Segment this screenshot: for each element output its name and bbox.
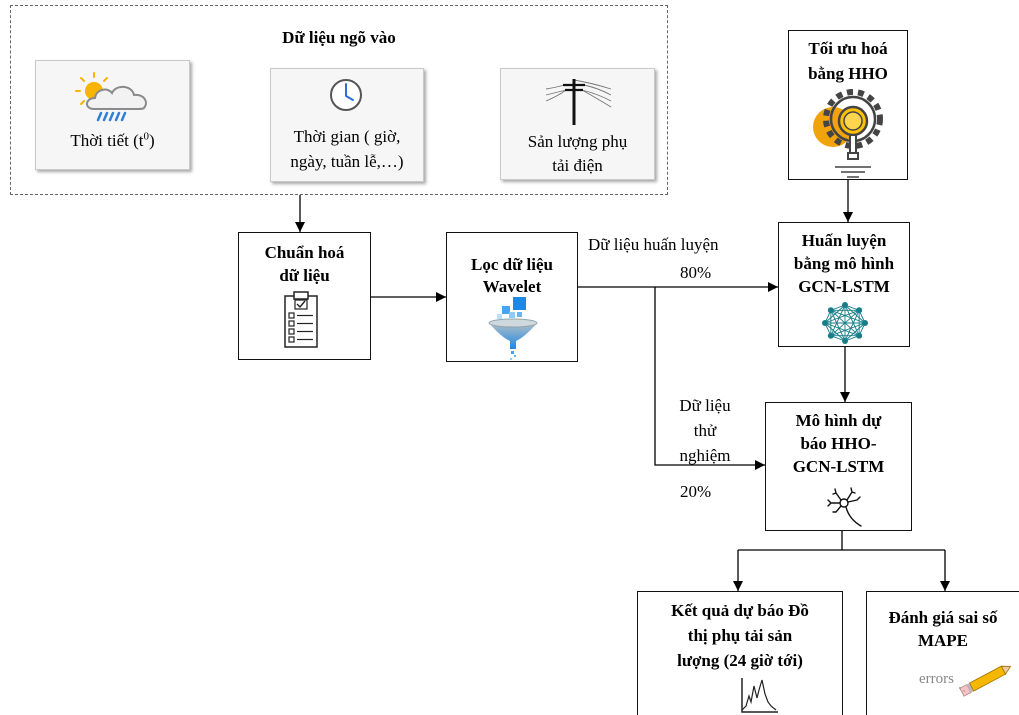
step-forecast-result: Kết quả dự báo Đồ thị phụ tải sản lượng …: [637, 591, 843, 715]
network-node: [827, 332, 834, 339]
train-split-percent: 80%: [680, 263, 712, 282]
power-pole-icon: [545, 79, 612, 125]
train-split-label: Dữ liệu huấn luyện: [588, 235, 719, 254]
funnel-icon: [488, 297, 538, 360]
input-group-title: Dữ liệu ngõ vào: [282, 28, 396, 47]
step-normalize: Chuẩn hoá dữ liệu: [238, 232, 371, 360]
network-node: [842, 302, 848, 308]
step-wavelet: Lọc dữ liệu Wavelet: [446, 232, 578, 362]
network-node: [827, 307, 834, 314]
clock-icon: [330, 79, 362, 111]
network-edge: [824, 304, 846, 324]
step-hho: Tối ưu hoá bằng HHO: [788, 30, 908, 180]
input-data-group: Dữ liệu ngõ vào: [10, 5, 668, 195]
wavelet-title: Lọc dữ liệu Wavelet: [471, 255, 553, 296]
errors-pencil-icon: [959, 665, 1012, 697]
network-node: [856, 332, 863, 339]
gear-magnifier-icon: [813, 89, 883, 178]
network-icon: [822, 302, 868, 344]
network-node: [842, 338, 848, 344]
input-card-load: Sản lượng phụ tải điện: [500, 68, 655, 180]
evaluation-title: Đánh giá sai số MAPE: [888, 608, 998, 650]
network-node: [856, 307, 863, 314]
step-training: Huấn luyện bằng mô hình GCN-LSTM: [778, 222, 910, 347]
hho-title: Tối ưu hoá bằng HHO: [808, 39, 888, 83]
neuron-icon: [827, 487, 862, 527]
test-split-label: Dữ liệu thử nghiệm: [679, 396, 731, 465]
load-label: Sản lượng phụ tải điện: [527, 132, 628, 175]
input-card-weather: Thời tiết (t0): [35, 60, 190, 170]
weather-icon: [75, 72, 147, 122]
weather-label-sup: 0: [143, 130, 150, 143]
step-model: Mô hình dự báo HHO- GCN-LSTM: [765, 402, 912, 531]
training-title: Huấn luyện bằng mô hình GCN-LSTM: [793, 231, 895, 296]
time-label: Thời gian ( giờ, ngày, tuần lễ,…): [290, 127, 404, 171]
network-edge: [844, 310, 860, 342]
normalize-title: Chuẩn hoá dữ liệu: [264, 243, 345, 285]
input-card-time: Thời gian ( giờ, ngày, tuần lễ,…): [270, 68, 424, 182]
network-edge: [830, 309, 860, 337]
step-evaluation: Đánh giá sai số MAPE errors: [866, 591, 1019, 715]
network-node: [822, 320, 828, 326]
checklist-icon: [284, 291, 318, 348]
weather-label: Thời tiết (t0): [70, 130, 155, 150]
model-title: Mô hình dự báo HHO- GCN-LSTM: [792, 411, 885, 476]
test-split-percent: 20%: [680, 482, 712, 501]
forecast-title: Kết quả dự báo Đồ thị phụ tải sản lượng …: [671, 601, 809, 670]
network-edge: [824, 309, 860, 324]
network-node: [862, 320, 868, 326]
errors-icon-text: errors: [919, 671, 954, 687]
line-chart-icon: [741, 678, 778, 713]
